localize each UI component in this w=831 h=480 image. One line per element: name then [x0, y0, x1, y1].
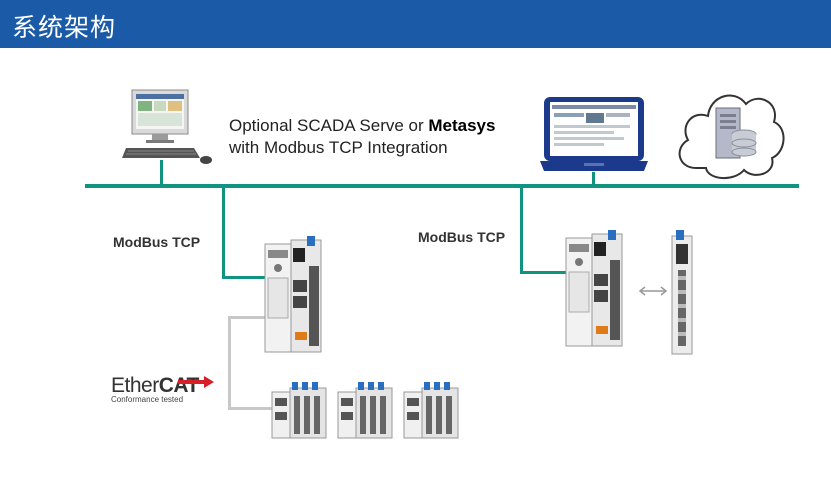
- laptop-icon: [540, 97, 648, 171]
- cloud-server-icon: [678, 94, 785, 179]
- bidirectional-arrow-icon: [638, 286, 668, 296]
- left-drop-line: [222, 186, 225, 278]
- modbus-backbone-line: [85, 184, 799, 188]
- ethercat-drop-line: [228, 317, 231, 409]
- laptop-drop-line: [592, 172, 595, 186]
- io-module-icon: [337, 382, 393, 439]
- page-title: 系统架构: [12, 13, 117, 42]
- modbus-label-left: ModBus TCP: [113, 234, 201, 250]
- plc-controller-icon: [565, 230, 623, 347]
- ethercat-logo-text: EtherCAT: [111, 374, 199, 397]
- caption-metasys-text: Metasys: [428, 116, 496, 135]
- right-drop-line: [520, 186, 523, 273]
- caption-line1-text: Optional SCADA Serve or: [229, 116, 429, 135]
- ethercat-plc-link: [228, 316, 268, 319]
- desktop-pc-icon: [122, 89, 212, 164]
- pc-drop-line: [160, 160, 163, 186]
- ethercat-io-link: [228, 407, 272, 410]
- io-module-icon: [403, 382, 459, 439]
- left-plc-connector: [222, 276, 268, 279]
- ethercat-conformance-text: Conformance tested: [111, 395, 184, 404]
- io-module-icon: [671, 230, 693, 355]
- plc-controller-icon: [264, 236, 322, 353]
- ethercat-arrow-icon: [178, 376, 214, 388]
- right-plc-connector: [520, 271, 568, 274]
- caption-line2-text: with Modbus TCP Integration: [229, 138, 448, 157]
- scada-caption: Optional SCADA Serve or Metasys with Mod…: [229, 115, 495, 159]
- ethercat-logo: EtherCAT Conformance tested: [111, 374, 199, 404]
- modbus-label-right: ModBus TCP: [418, 229, 506, 245]
- title-bar: 系统架构: [0, 0, 831, 48]
- io-module-icon: [271, 382, 327, 439]
